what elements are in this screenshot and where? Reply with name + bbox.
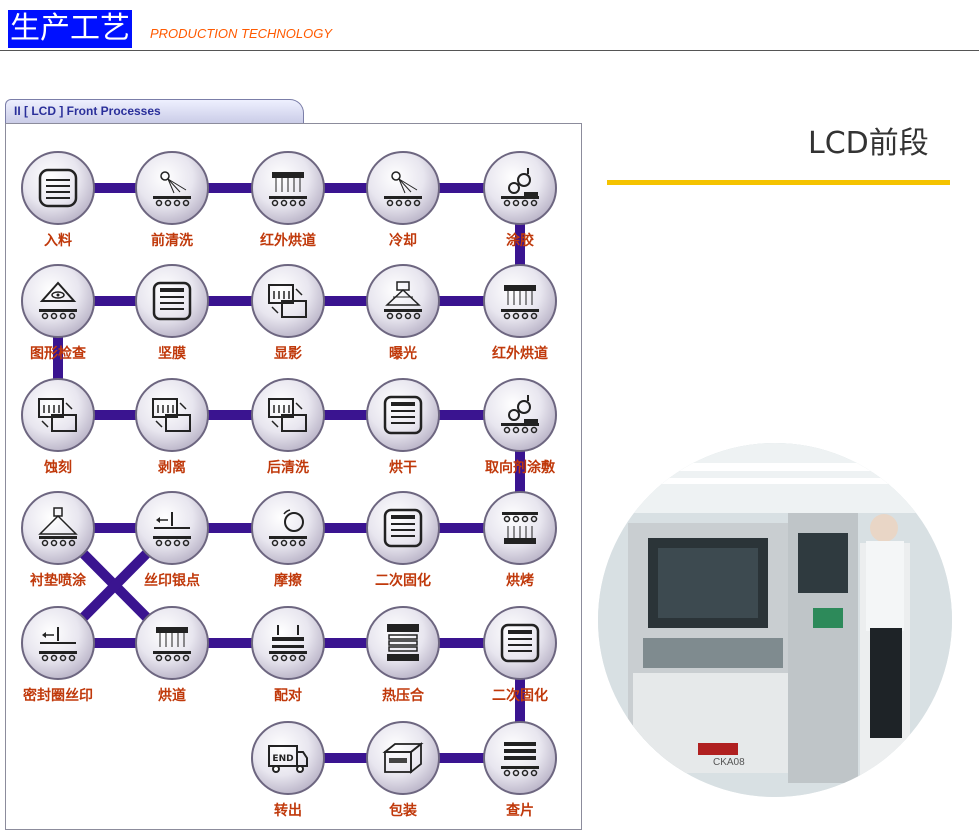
process-step-node <box>21 151 95 225</box>
process-step-label: 烘烤 <box>506 573 534 589</box>
press-align-icon <box>269 625 307 662</box>
hot-press-icon <box>387 624 419 661</box>
stack-icon <box>38 168 78 208</box>
page-subtitle: PRODUCTION TECHNOLOGY <box>150 26 333 41</box>
panel-stack-icon <box>501 742 539 777</box>
process-step-label: 衬垫喷涂 <box>30 573 86 589</box>
infrared-oven-icon <box>269 172 307 207</box>
process-step-label: 红外烘道 <box>492 346 548 362</box>
wet-tank-icon <box>38 398 77 432</box>
process-step-label: 转出 <box>274 803 302 819</box>
process-step-label: 包装 <box>389 803 417 819</box>
roller-coater-icon <box>501 395 539 434</box>
process-step-node <box>21 378 95 452</box>
process-step-node <box>366 721 440 795</box>
process-step-label: 二次固化 <box>375 573 431 589</box>
process-step-label: 烘干 <box>389 460 417 476</box>
page-title: 生产工艺 <box>8 10 132 48</box>
eye-inspection-icon <box>39 281 77 320</box>
spacer-spray-icon <box>38 507 78 547</box>
process-step-node <box>366 491 440 565</box>
panel-tab: II [ LCD ] Front Processes <box>5 99 304 124</box>
process-step-node <box>366 151 440 225</box>
process-step-label: 热压合 <box>382 688 424 704</box>
process-step-label: 坚膜 <box>158 346 186 362</box>
process-flow-diagram: 入料 前清洗 <box>5 123 582 830</box>
process-step-node <box>483 378 557 452</box>
oven-chamber-icon <box>500 623 540 663</box>
rubbing-roller-icon <box>269 509 307 547</box>
process-step-node <box>366 264 440 338</box>
wet-tank-icon <box>152 398 191 432</box>
process-step-label: 取向剂涂敷 <box>485 460 555 476</box>
process-step-label: 涂胶 <box>506 233 534 249</box>
process-step-label: 配对 <box>274 688 302 704</box>
svg-text:CKA08: CKA08 <box>713 757 745 768</box>
process-step-label: 二次固化 <box>492 688 548 704</box>
process-step-node <box>366 378 440 452</box>
infrared-oven-icon <box>501 285 539 320</box>
process-step-label: 烘道 <box>158 688 186 704</box>
process-step-node <box>251 264 325 338</box>
infrared-oven-icon <box>153 627 191 662</box>
spray-conveyor-icon <box>153 171 191 207</box>
process-step-label: 冷却 <box>389 233 417 249</box>
process-step-node <box>251 378 325 452</box>
end-truck-icon: END <box>268 745 308 773</box>
oven-chamber-icon <box>383 395 423 435</box>
process-step-label: 蚀刻 <box>44 460 72 476</box>
process-step-node <box>135 606 209 680</box>
screen-print-icon <box>39 627 77 662</box>
process-step-node <box>483 264 557 338</box>
process-step-node <box>135 264 209 338</box>
process-step-node <box>135 151 209 225</box>
package-box-icon <box>382 742 424 774</box>
process-step-label: 图形检查 <box>30 346 86 362</box>
process-step-node <box>251 606 325 680</box>
process-step-label: 曝光 <box>389 346 417 362</box>
process-step-node <box>21 264 95 338</box>
oven-chamber-icon <box>383 508 423 548</box>
factory-photo-icon: CKA08 <box>598 443 952 797</box>
process-step-label: 丝印银点 <box>144 573 200 589</box>
process-step-node <box>483 606 557 680</box>
process-step-label: 红外烘道 <box>260 233 316 249</box>
screen-print-icon <box>153 512 191 547</box>
process-step-label: 查片 <box>506 803 534 819</box>
process-step-node <box>251 151 325 225</box>
process-step-label: 剥离 <box>158 460 186 476</box>
page-header: 生产工艺 PRODUCTION TECHNOLOGY <box>0 0 979 52</box>
section-title: LCD前段 <box>808 126 929 161</box>
process-step-label: 后清洗 <box>267 460 309 476</box>
exposure-lamp-icon <box>384 281 422 320</box>
process-step-node <box>251 491 325 565</box>
wet-tank-icon <box>268 398 307 432</box>
spray-conveyor-icon <box>384 171 422 207</box>
svg-text:END: END <box>272 754 293 764</box>
panel-tab-label: II [ LCD ] Front Processes <box>14 104 161 118</box>
process-step-label: 前清洗 <box>151 233 193 249</box>
oven-chamber-icon <box>152 281 192 321</box>
section-accent-line <box>607 180 950 185</box>
process-step-node: END <box>251 721 325 795</box>
process-step-node <box>21 491 95 565</box>
process-step-label: 入料 <box>44 233 72 249</box>
process-step-node <box>366 606 440 680</box>
process-step-label: 显影 <box>274 346 302 362</box>
process-step-node <box>483 491 557 565</box>
process-step-node <box>483 721 557 795</box>
process-step-node <box>135 491 209 565</box>
process-step-label: 摩擦 <box>274 573 302 589</box>
process-step-node <box>21 606 95 680</box>
wet-tank-icon <box>268 284 307 318</box>
bake-heater-icon <box>502 512 538 544</box>
process-step-node <box>135 378 209 452</box>
header-divider <box>0 50 979 51</box>
process-step-label: 密封圈丝印 <box>23 688 93 704</box>
roller-coater-icon <box>501 168 539 207</box>
process-step-node <box>483 151 557 225</box>
